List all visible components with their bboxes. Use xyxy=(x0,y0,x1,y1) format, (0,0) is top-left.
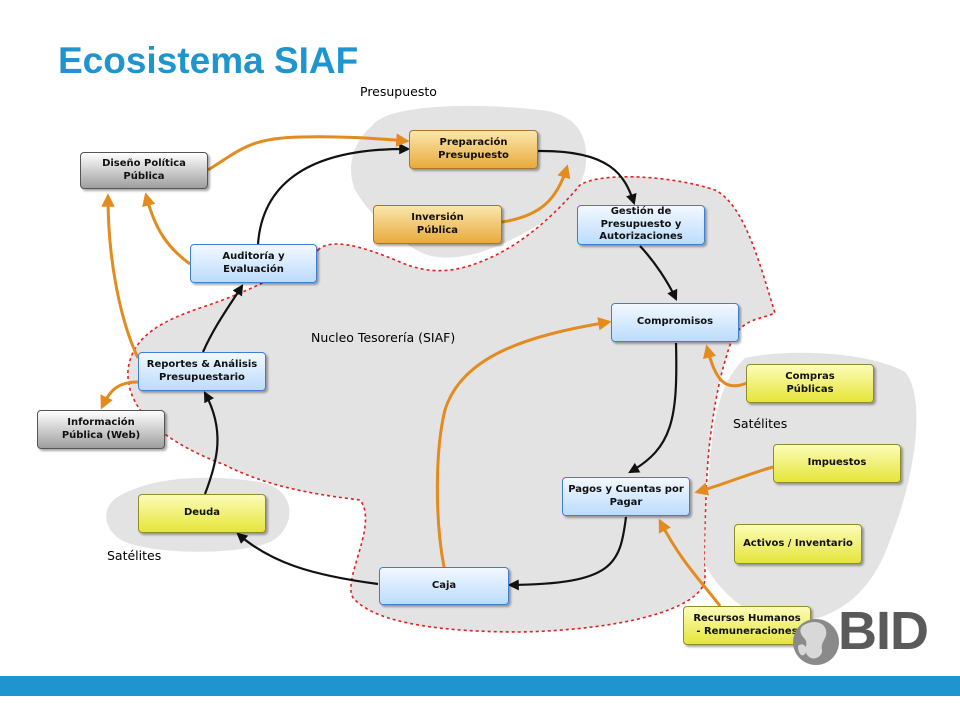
arrow-impuestos-pagos xyxy=(694,465,774,496)
node-preparacion-presupuesto[interactable]: Preparación Presupuesto xyxy=(409,130,538,169)
node-informacion-publica[interactable]: Información Pública (Web) xyxy=(37,410,165,449)
arrow-pagos-caja xyxy=(507,516,628,591)
arrow-auditoria-preparacion xyxy=(256,143,411,245)
satelites-left-label: Satélites xyxy=(107,548,162,563)
page-title: Ecosistema SIAF xyxy=(58,40,359,81)
node-gestion-presupuesto[interactable]: Gestión de Presupuesto y Autorizaciones xyxy=(577,205,705,245)
nucleo-region[interactable] xyxy=(127,175,776,633)
arrow-inversion-preparacion xyxy=(501,164,571,224)
arrow-reportes-diseno xyxy=(101,193,140,359)
arrow-caja-compromisos xyxy=(435,317,612,568)
footer-bar xyxy=(0,676,960,696)
satelites-right-label: Satélites xyxy=(733,416,788,431)
presupuesto-label: Presupuesto xyxy=(360,84,437,99)
node-pagos-cuentas[interactable]: Pagos y Cuentas por Pagar xyxy=(562,477,690,516)
arrow-reportes-auditoria xyxy=(201,284,244,353)
bid-logo-text: BID xyxy=(838,601,929,661)
nucleo-label: Nucleo Tesorería (SIAF) xyxy=(311,330,456,345)
arrow-diseno-preparacion xyxy=(207,133,410,172)
node-inversion-publica[interactable]: Inversión Pública xyxy=(373,205,502,244)
bid-logo-icon xyxy=(793,619,839,665)
arrow-recursos-pagos xyxy=(658,518,722,607)
node-impuestos[interactable]: Impuestos xyxy=(773,444,901,483)
node-auditoria-evaluacion[interactable]: Auditoría y Evaluación xyxy=(190,244,317,283)
node-reportes-analisis[interactable]: Reportes & Análisis Presupuestario xyxy=(138,352,266,391)
arrow-preparacion-gestion xyxy=(537,149,637,206)
arrow-auditoria-diseno xyxy=(142,192,191,266)
node-activos-inventario[interactable]: Activos / Inventario xyxy=(734,524,862,564)
arrow-compras-compromisos xyxy=(702,344,748,388)
node-compromisos[interactable]: Compromisos xyxy=(611,303,739,342)
node-caja[interactable]: Caja xyxy=(379,567,509,605)
arrow-caja-deuda xyxy=(236,532,379,586)
node-diseno-politica-publica[interactable]: Diseño Política Pública xyxy=(80,152,208,189)
arrow-deuda-reportes xyxy=(203,391,219,495)
arrow-compromisos-pagos xyxy=(628,342,678,474)
node-deuda[interactable]: Deuda xyxy=(138,494,266,533)
node-recursos-humanos[interactable]: Recursos Humanos - Remuneraciones xyxy=(683,606,811,645)
arrow-reportes-informacion xyxy=(100,380,139,410)
arrow-gestion-compromisos xyxy=(639,245,678,301)
node-compras-publicas[interactable]: Compras Públicas xyxy=(746,364,874,403)
